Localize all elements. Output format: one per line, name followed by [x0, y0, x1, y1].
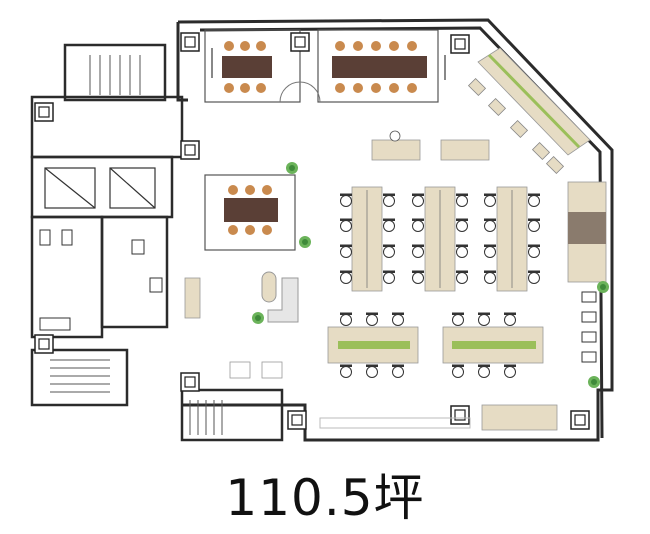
office-floor-plan: [30, 18, 614, 442]
right-bench: [567, 181, 607, 363]
lower-bench-left: [327, 312, 419, 378]
meeting-room-north-2: [317, 29, 446, 103]
desk-cluster-2: [411, 186, 469, 292]
booths: [184, 277, 558, 431]
toilets: [39, 229, 163, 331]
lounge: [261, 271, 299, 323]
desk-cluster-1: [339, 186, 396, 292]
desk-cluster-3: [483, 186, 541, 292]
meeting-room-center: [204, 174, 296, 251]
sofas: [371, 130, 490, 161]
diagonal-benches: [467, 47, 591, 175]
floor-area-label: 110.5坪: [225, 469, 425, 527]
lower-bench-right: [442, 312, 544, 378]
elevators: [44, 167, 156, 209]
stairs: [50, 55, 223, 435]
meeting-room-north-1: [204, 29, 301, 103]
core-area: [30, 43, 284, 442]
window-counter: [319, 417, 471, 429]
